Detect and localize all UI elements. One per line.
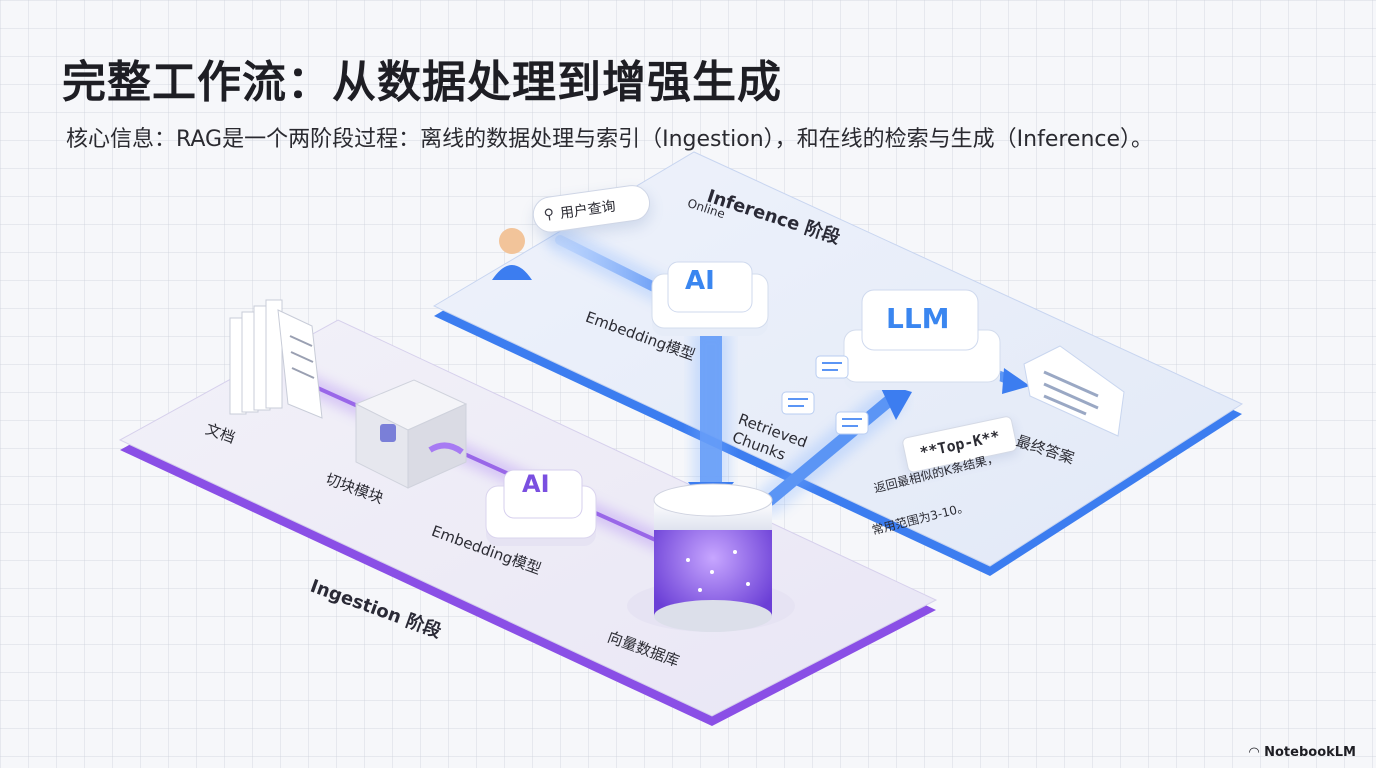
retrieval-arrow xyxy=(755,382,912,515)
user-query-label: 用户查询 xyxy=(559,198,617,223)
user-avatar xyxy=(492,228,532,280)
inference-embedding-chip-text: AI xyxy=(685,266,715,296)
brand-watermark: ◠ NotebookLM xyxy=(1249,745,1356,760)
vector-database xyxy=(627,483,795,632)
llm-chip-text: LLM xyxy=(886,302,950,335)
inference-embedding-chip xyxy=(651,261,769,336)
brand-label: NotebookLM xyxy=(1264,745,1356,760)
llm-chip xyxy=(843,289,1001,390)
ingestion-embedding-chip-text: AI xyxy=(522,470,550,498)
ingestion-embedding-chip xyxy=(485,469,597,546)
chunking-module-cube xyxy=(354,379,468,489)
documents-stack xyxy=(229,299,323,419)
final-answer-card xyxy=(1023,345,1125,437)
search-icon: ⚲ xyxy=(542,206,556,224)
retrieved-chunks-icons xyxy=(781,355,869,435)
notebooklm-logo-icon: ◠ xyxy=(1249,745,1260,760)
page-title: 完整工作流：从数据处理到增强生成 xyxy=(62,57,782,108)
page-subtitle: 核心信息：RAG是一个两阶段过程：离线的数据处理与索引（Ingestion），和… xyxy=(66,127,1154,152)
